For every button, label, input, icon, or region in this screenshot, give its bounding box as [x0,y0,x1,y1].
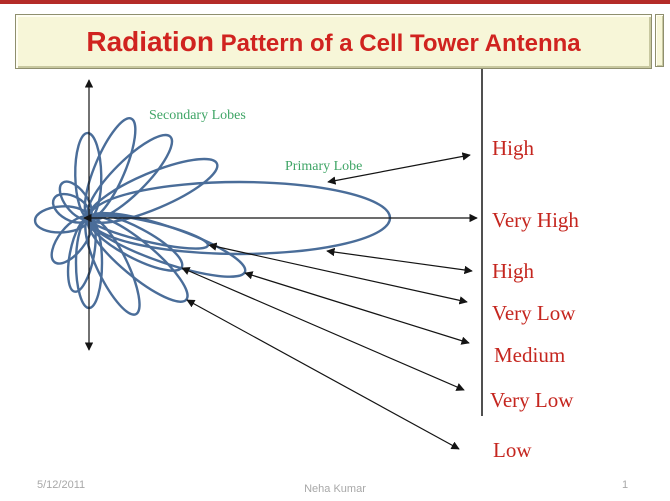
title-accent-strip [655,14,664,67]
footer-author: Neha Kumar [304,483,366,495]
top-accent-bar [0,0,670,4]
signal-arrow-7 [186,299,460,450]
page-title-lead: Radiation [86,25,214,57]
signal-arrow-5 [244,271,470,345]
title-box: Radiation Pattern of a Cell Tower Antenn… [15,14,652,69]
upper-lobe-3 [83,117,137,220]
signal-arrow-1 [327,152,471,185]
primary-lobe-label: Primary Lobe [285,159,363,174]
signal-arrow-3 [326,247,473,275]
intensity-label-very-low-2: Very Low [490,388,574,412]
page-title: Radiation Pattern of a Cell Tower Antenn… [86,26,580,58]
footer-date: 5/12/2011 [37,479,86,491]
signal-arrow-6 [181,267,465,391]
intensity-label-high-2: High [492,259,534,283]
intensity-label-medium: Medium [494,343,566,367]
intensity-label-high-1: High [492,136,534,160]
intensity-label-very-high: Very High [492,208,579,232]
secondary-lobes-label: Secondary Lobes [149,108,246,123]
page-title-rest: Pattern of a Cell Tower Antenna [213,29,581,57]
footer-author-wrap: Neha Kumar [0,479,670,497]
intensity-label-very-low-1: Very Low [492,301,576,325]
intensity-label-low: Low [493,438,532,462]
slide-number: 1 [622,479,629,491]
